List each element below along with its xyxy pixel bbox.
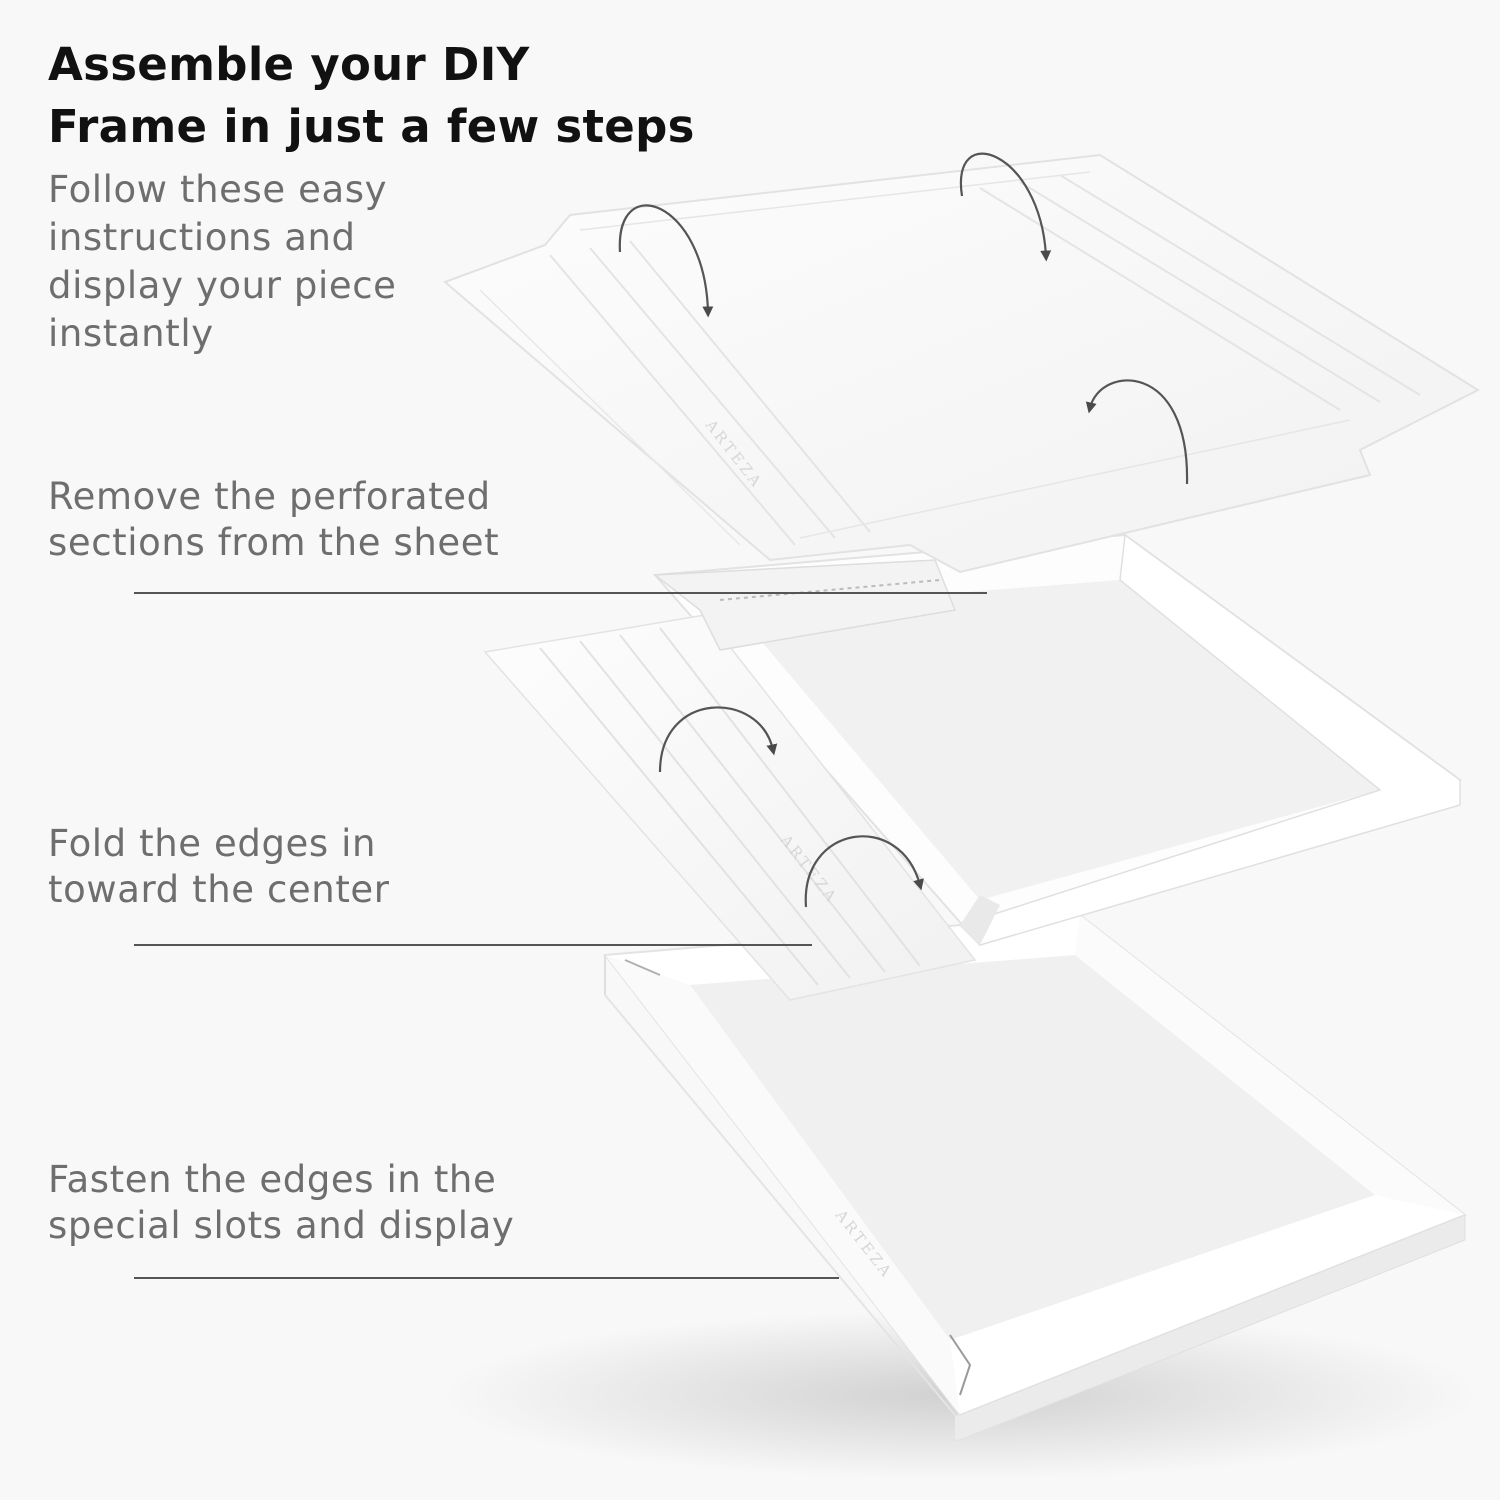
page-title-line-2: Frame in just a few steps	[48, 100, 695, 153]
intro-line-2: instructions and	[48, 216, 356, 259]
flat-sheet: ARTEZA	[443, 153, 1481, 574]
intro-text: Follow these easy instructions and displ…	[48, 166, 397, 358]
assembled-frame: ARTEZA	[603, 913, 1467, 1441]
step-1-text: Remove the perforated sections from the …	[48, 474, 499, 566]
step-3-leader-line	[134, 1277, 839, 1279]
page-title: Assemble your DIY Frame in just a few st…	[48, 34, 695, 158]
step-1-leader-line	[134, 592, 987, 594]
fold-arrow-icon	[804, 835, 924, 908]
step-2-line-1: Fold the edges in	[48, 822, 377, 865]
step-2-text: Fold the edges in toward the center	[48, 821, 390, 913]
folding-frame: ARTEZA	[483, 533, 1463, 1001]
step-3-line-1: Fasten the edges in the	[48, 1158, 497, 1201]
step-2-line-2: toward the center	[48, 868, 390, 911]
fold-arrow-icon	[959, 152, 1052, 262]
step-3-text: Fasten the edges in the special slots an…	[48, 1157, 514, 1249]
fold-arrow-icon	[1085, 379, 1189, 485]
fold-arrow-icon	[658, 706, 778, 773]
step-2-leader-line	[134, 944, 812, 946]
step-1-line-2: sections from the sheet	[48, 521, 500, 564]
step-3-line-2: special slots and display	[48, 1204, 515, 1247]
fold-arrow-icon	[618, 204, 714, 318]
step-1-line-1: Remove the perforated	[48, 475, 491, 518]
intro-line-1: Follow these easy	[48, 168, 388, 211]
page-title-line-1: Assemble your DIY	[48, 38, 530, 91]
intro-line-3: display your piece	[48, 264, 397, 307]
intro-line-4: instantly	[48, 312, 214, 355]
fold-arrows	[618, 152, 1189, 908]
